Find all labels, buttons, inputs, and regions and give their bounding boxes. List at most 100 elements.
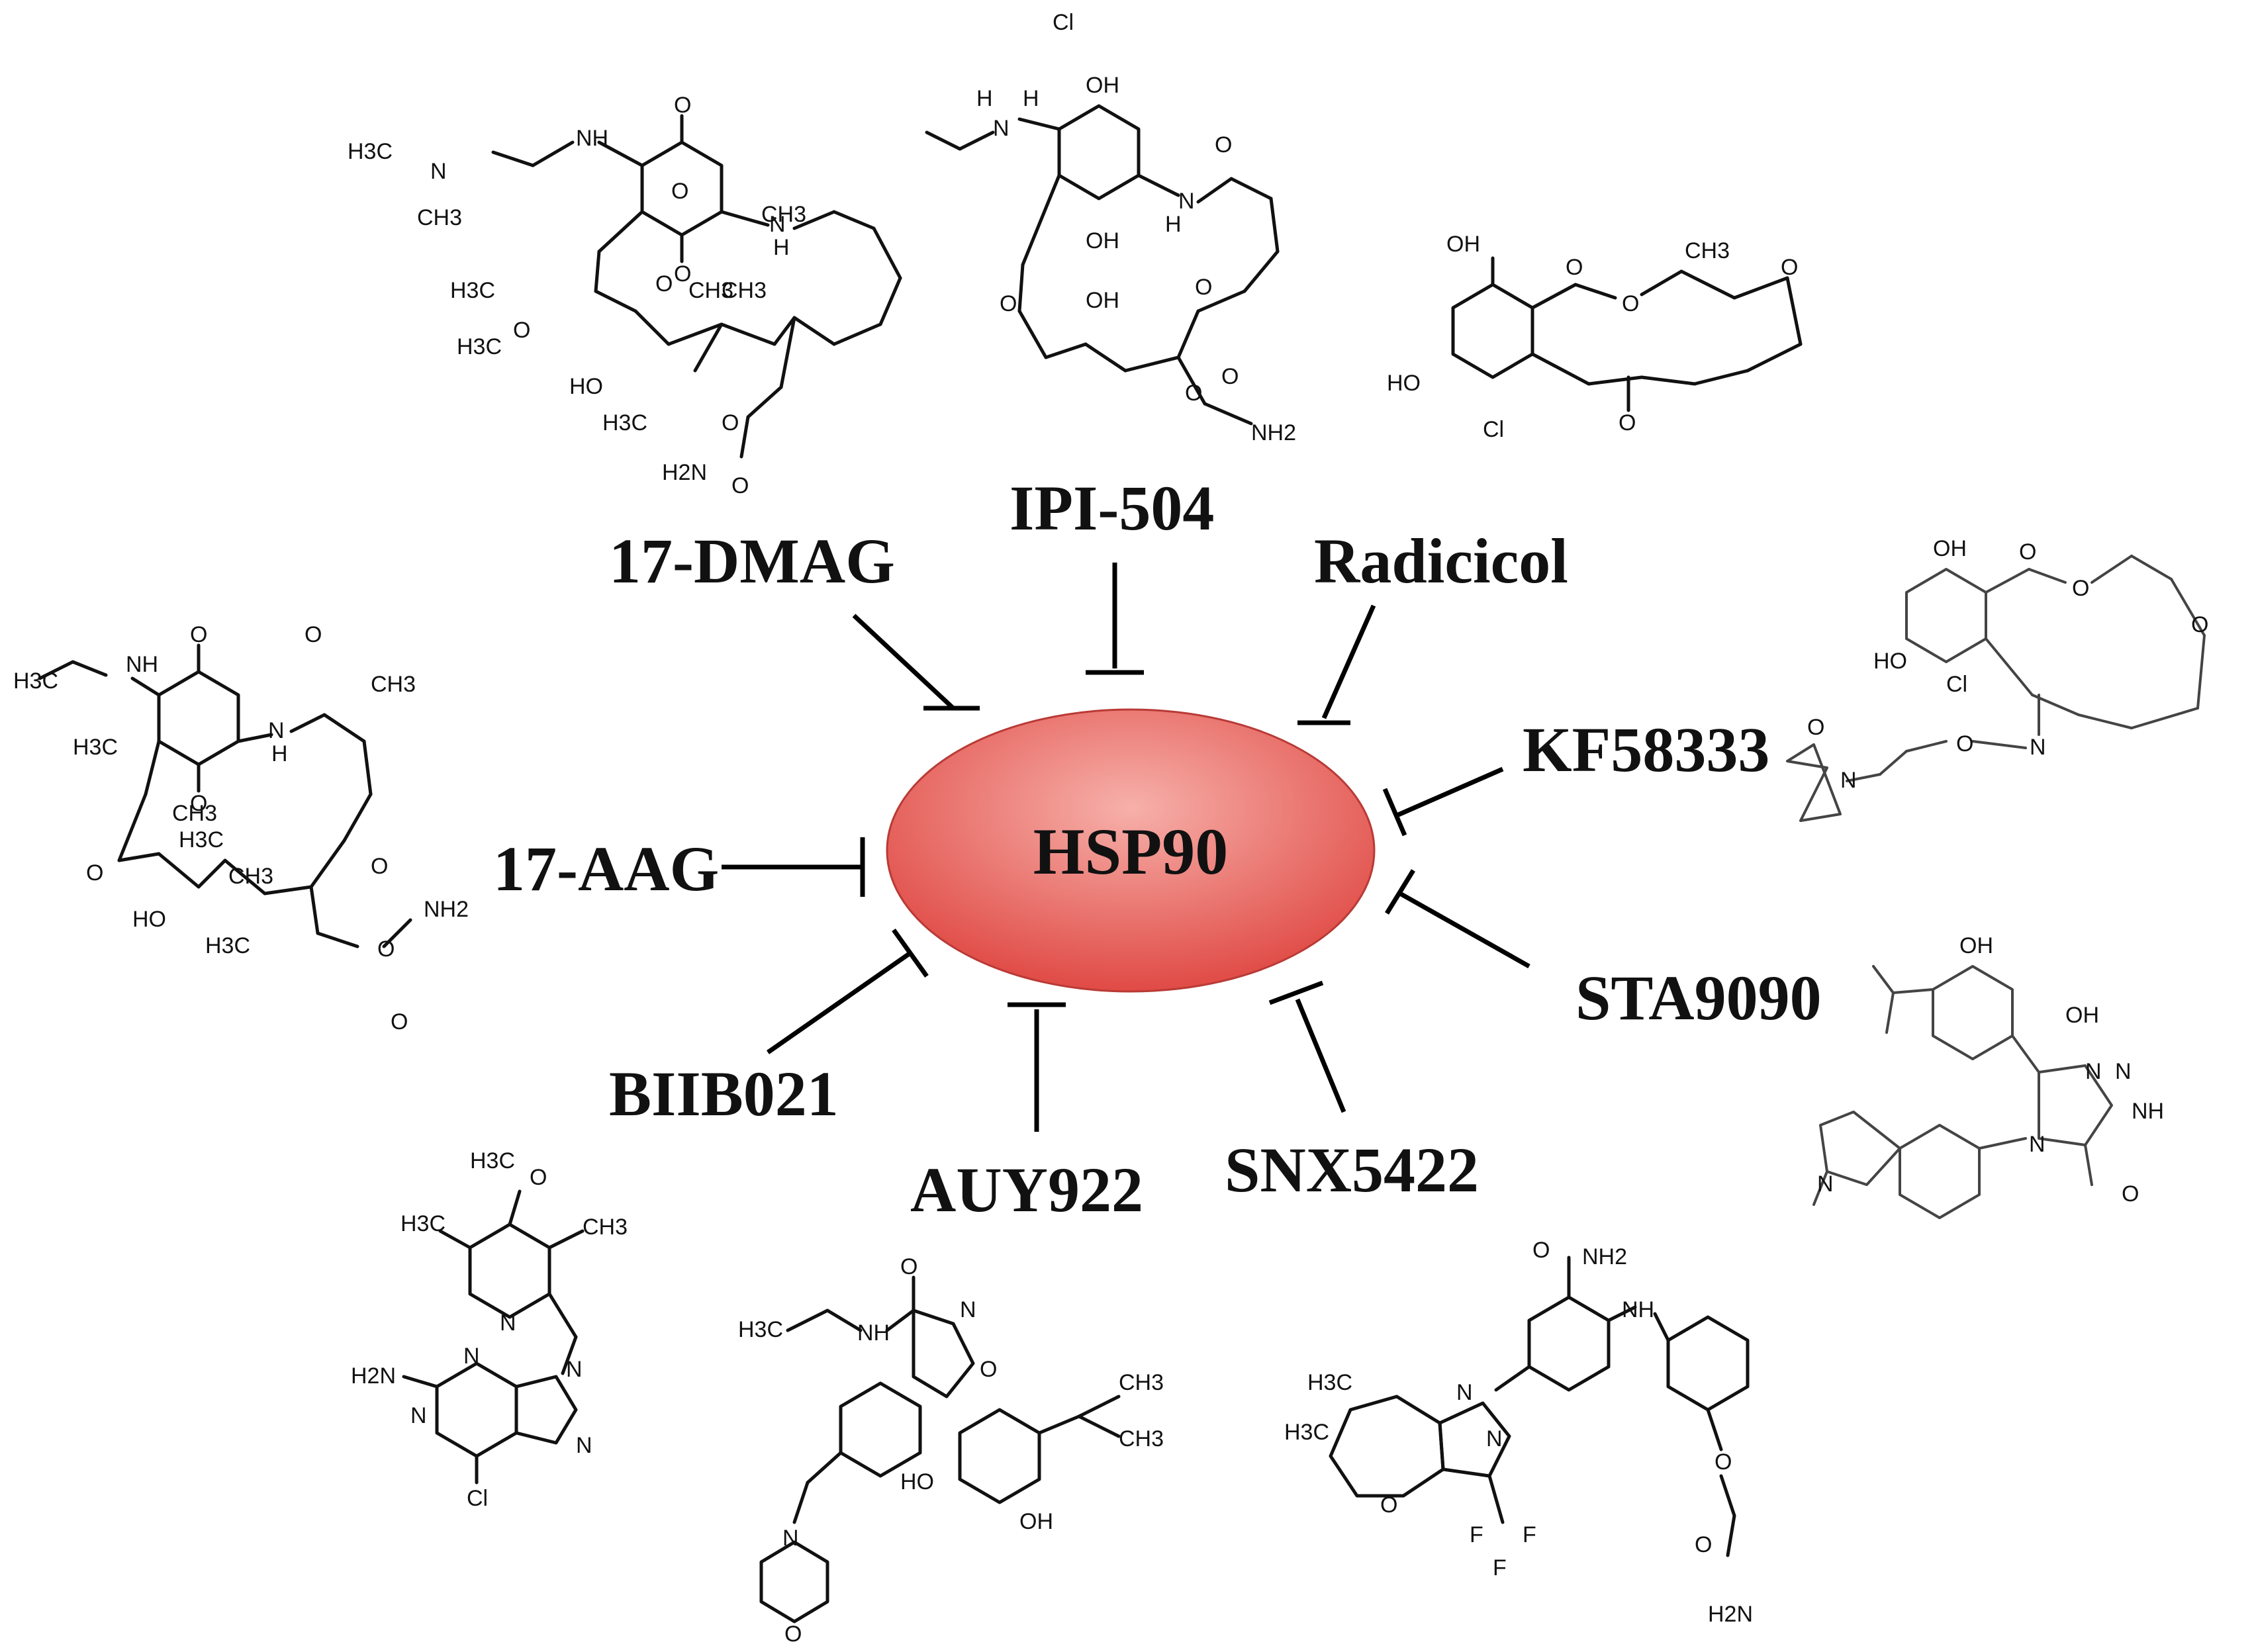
- atom: F: [1523, 1522, 1536, 1547]
- atom: N: [410, 1403, 427, 1428]
- atom: N: [2030, 735, 2046, 760]
- atom: O: [2191, 612, 2208, 637]
- atom: H3C: [1284, 1420, 1329, 1445]
- arrow-kf58333: [1382, 766, 1504, 837]
- atom: H3C: [179, 827, 224, 852]
- atom: N: [1840, 768, 1857, 793]
- atom: Cl: [1483, 417, 1504, 442]
- atom: Cl: [1946, 672, 1967, 697]
- atom: O: [671, 179, 688, 204]
- atom: OH: [1959, 933, 1993, 958]
- atom: H2N: [351, 1363, 396, 1389]
- atom: O: [190, 622, 207, 647]
- arrow-radicicol: [1297, 604, 1376, 725]
- atom: N: [463, 1344, 480, 1369]
- atom: H: [773, 235, 790, 260]
- atom: N: [500, 1310, 516, 1336]
- atom: NH: [2132, 1099, 2164, 1124]
- atom: O: [1221, 364, 1239, 389]
- label-17-dmag: 17-DMAG: [609, 526, 895, 596]
- atom: O: [86, 860, 103, 886]
- atom: NH: [1622, 1297, 1654, 1322]
- atom: N: [782, 1526, 799, 1551]
- label-radicicol: Radicicol: [1314, 526, 1568, 596]
- atom: OH: [1086, 73, 1119, 98]
- structure-ipi-504: Cl H N H OH OH N H O OH O O O NH2 O: [925, 10, 1296, 445]
- atom: H: [1023, 86, 1039, 111]
- atom: H2N: [1708, 1602, 1753, 1627]
- atom: O: [1622, 291, 1639, 316]
- atom: CH3: [417, 205, 462, 230]
- atom: CH3: [228, 864, 273, 889]
- structure-17-aag: O NH O H3C O N H CH3 H3C O CH3 O HO H3C …: [13, 622, 469, 1034]
- atom: OH: [1933, 536, 1967, 561]
- atom: O: [371, 854, 388, 879]
- atom: HO: [569, 374, 603, 399]
- atom: N: [430, 159, 447, 184]
- atom: H3C: [738, 1317, 783, 1342]
- atom: H3C: [13, 668, 58, 694]
- label-biib021: BIIB021: [609, 1058, 839, 1129]
- atom: F: [1493, 1555, 1507, 1581]
- atom: N: [1178, 189, 1195, 214]
- atom: N: [769, 212, 786, 237]
- atom: H3C: [205, 933, 250, 958]
- atom: F: [1470, 1522, 1483, 1547]
- inhibition-arrows: [722, 563, 1530, 1132]
- atom: H2N: [662, 460, 707, 485]
- atom: N: [576, 1433, 592, 1458]
- atom: NH2: [424, 897, 469, 922]
- atom: OH: [1086, 288, 1119, 313]
- atom: OH: [2065, 1003, 2099, 1028]
- atom: O: [731, 473, 749, 498]
- label-auy922: AUY922: [910, 1154, 1143, 1225]
- atom: N: [268, 718, 285, 743]
- atom: N: [1817, 1171, 1834, 1197]
- atom: O: [1195, 275, 1212, 300]
- atom: O: [2019, 539, 2036, 565]
- atom: H3C: [348, 139, 393, 164]
- label-kf58333: KF58333: [1523, 714, 1769, 785]
- atom: CH3: [1119, 1370, 1164, 1395]
- atom: NH2: [1251, 420, 1296, 445]
- atom: N: [960, 1297, 976, 1322]
- atom: H3C: [73, 735, 118, 760]
- atom: H3C: [470, 1148, 515, 1173]
- atom: Cl: [1053, 10, 1074, 35]
- structure-sta9090: OH OH N N NH N O N: [1812, 933, 2164, 1219]
- arrow-snx5422: [1268, 980, 1346, 1113]
- atom: OH: [1446, 232, 1480, 257]
- inhibitor-labels: 17-DMAG IPI-504 Radicicol KF58333 STA909…: [493, 473, 1822, 1225]
- structure-snx5422: O NH2 NH H3C H3C N N O O F F F O H2N: [1284, 1238, 1753, 1627]
- arrow-17-aag: [722, 837, 865, 897]
- atom: CH3: [761, 202, 806, 227]
- atom: O: [1695, 1532, 1712, 1557]
- arrow-biib021: [766, 928, 929, 1054]
- atom: O: [1619, 410, 1636, 436]
- structure-radicicol: OH O O CH3 O HO Cl O: [1387, 232, 1803, 442]
- atom: OH: [1019, 1509, 1053, 1534]
- atom: O: [722, 410, 739, 436]
- arrow-ipi-504: [1086, 563, 1144, 675]
- atom: O: [513, 318, 530, 343]
- atom: N: [2029, 1132, 2045, 1157]
- atom: O: [1000, 291, 1017, 316]
- atom: H: [271, 741, 288, 766]
- atom: HO: [132, 907, 166, 932]
- atom: O: [1185, 381, 1202, 406]
- atom: NH: [576, 126, 608, 151]
- atom: NH2: [1582, 1244, 1627, 1269]
- atom: O: [530, 1165, 547, 1190]
- atom: OH: [1086, 228, 1119, 253]
- atom: O: [190, 791, 207, 816]
- atom: NH: [126, 652, 158, 677]
- atom: H3C: [602, 410, 647, 436]
- atom: O: [674, 93, 691, 118]
- atom: O: [305, 622, 322, 647]
- atom: H: [1165, 212, 1182, 237]
- atom: N: [1486, 1426, 1503, 1451]
- hsp90-label: HSP90: [1033, 815, 1228, 888]
- atom: CH3: [1685, 238, 1730, 263]
- atom: O: [1956, 731, 1973, 757]
